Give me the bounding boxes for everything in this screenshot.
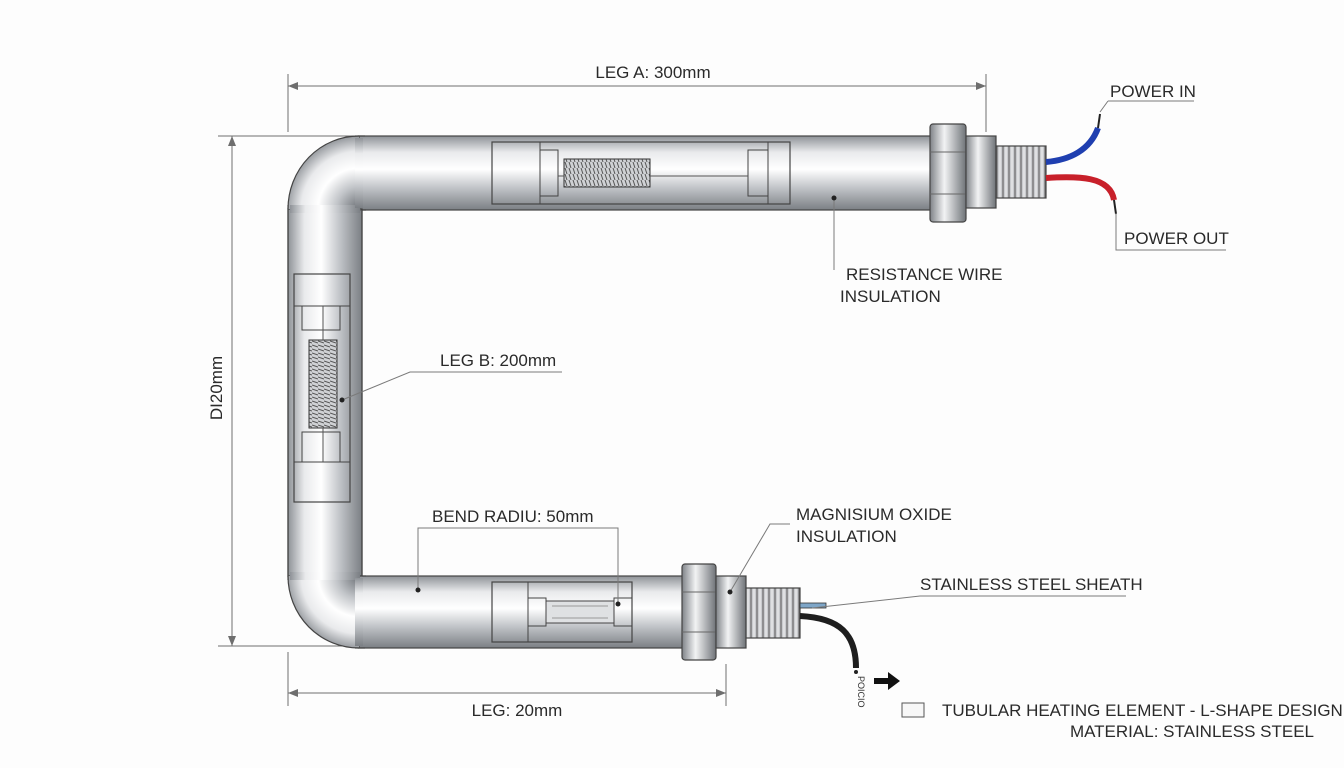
resistance-wire-label: RESISTANCE WIRE: [846, 265, 1002, 284]
arrow-icon: [874, 672, 900, 690]
tube-body: [287, 135, 940, 649]
leg-a-label: LEG A: 300mm: [595, 63, 710, 82]
top-threaded-fitting: [995, 145, 1047, 199]
leader-lines: [339, 100, 1226, 609]
bottom-cutaway: [491, 581, 633, 643]
bottom-threaded-fitting: [745, 587, 801, 639]
diameter-label: DI20mm: [207, 356, 226, 420]
resistance-coil-vertical: [308, 339, 338, 429]
bottom-bend: [287, 575, 360, 649]
resistance-insulation-label: INSULATION: [840, 287, 941, 306]
resistance-coil-top: [563, 158, 651, 188]
bottom-terminal: [681, 563, 900, 690]
top-hex-nut: [929, 123, 967, 223]
bottom-hex-nut: [681, 563, 717, 661]
top-cutaway: [491, 141, 791, 205]
leg-c-label: LEG: 20mm: [472, 701, 563, 720]
magnesium-insulation-label: INSULATION: [796, 527, 897, 546]
power-in-label: POWER IN: [1110, 82, 1196, 101]
top-bend: [287, 135, 360, 210]
drawing-title: TUBULAR HEATING ELEMENT - L-SHAPE DESIGN: [942, 701, 1343, 720]
power-out-wire: [1045, 174, 1117, 201]
magnesium-oxide-label: MAGNISIUM OXIDE: [796, 505, 952, 524]
leg-b-label: LEG B: 200mm: [440, 351, 556, 370]
power-out-label: POWER OUT: [1124, 229, 1229, 248]
bottom-cable: [799, 613, 859, 669]
bottom-leg: [358, 575, 690, 649]
title-box-icon: [901, 702, 925, 718]
vertical-cutaway: [293, 273, 351, 503]
top-terminal: [929, 113, 1117, 223]
small-tag-label: POICIO: [856, 676, 866, 708]
material-note: MATERIAL: STAINLESS STEEL: [1070, 722, 1314, 741]
bend-radius-label: BEND RADIU: 50mm: [432, 507, 594, 526]
dimension-lines: [218, 74, 987, 706]
sheath-label: STAINLESS STEEL SHEATH: [920, 575, 1143, 594]
power-in-wire: [1045, 126, 1101, 165]
